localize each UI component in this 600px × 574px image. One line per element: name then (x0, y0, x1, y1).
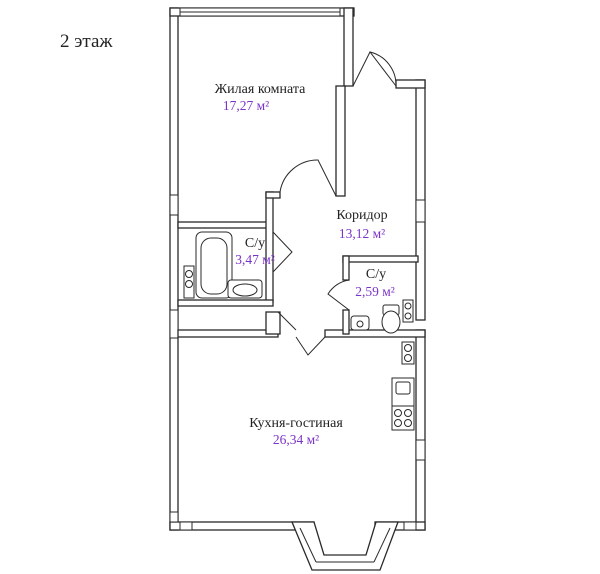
room-name: Жилая комната (215, 82, 306, 97)
room-name: С/у (245, 236, 265, 251)
room-name: С/у (366, 267, 386, 282)
room-bathroom-1: С/у 3,47 м² (235, 236, 275, 267)
windows (169, 7, 426, 531)
interior-walls (177, 191, 426, 338)
room-area: 26,34 м² (273, 432, 319, 447)
room-corridor: Коридор 13,12 м² (336, 208, 387, 241)
doors (272, 51, 397, 356)
room-area: 3,47 м² (235, 252, 275, 267)
room-area: 2,59 м² (355, 284, 395, 299)
left-wall (169, 7, 179, 531)
kitchen-right-wall (415, 329, 426, 531)
room-area: 17,27 м² (223, 98, 269, 113)
kitchen-fixtures (391, 341, 415, 431)
stove-icon (391, 405, 415, 431)
room-kitchen-living: Кухня-гостиная 26,34 м² (249, 416, 343, 447)
bathroom-2-fixtures (350, 299, 414, 334)
floor-label: 2 этаж (60, 31, 113, 52)
living-right-wall-upper (343, 7, 354, 87)
room-name: Кухня-гостиная (249, 416, 343, 431)
room-area: 13,12 м² (339, 226, 385, 241)
bathroom-1-fixtures (183, 231, 263, 299)
room-bathroom-2: С/у 2,59 м² (355, 267, 395, 299)
room-name: Коридор (336, 208, 387, 223)
living-right-wall-lower (335, 85, 346, 197)
bay-window (291, 521, 399, 571)
corridor-top-wall (395, 79, 426, 89)
room-living: Жилая комната 17,27 м² (215, 82, 306, 113)
